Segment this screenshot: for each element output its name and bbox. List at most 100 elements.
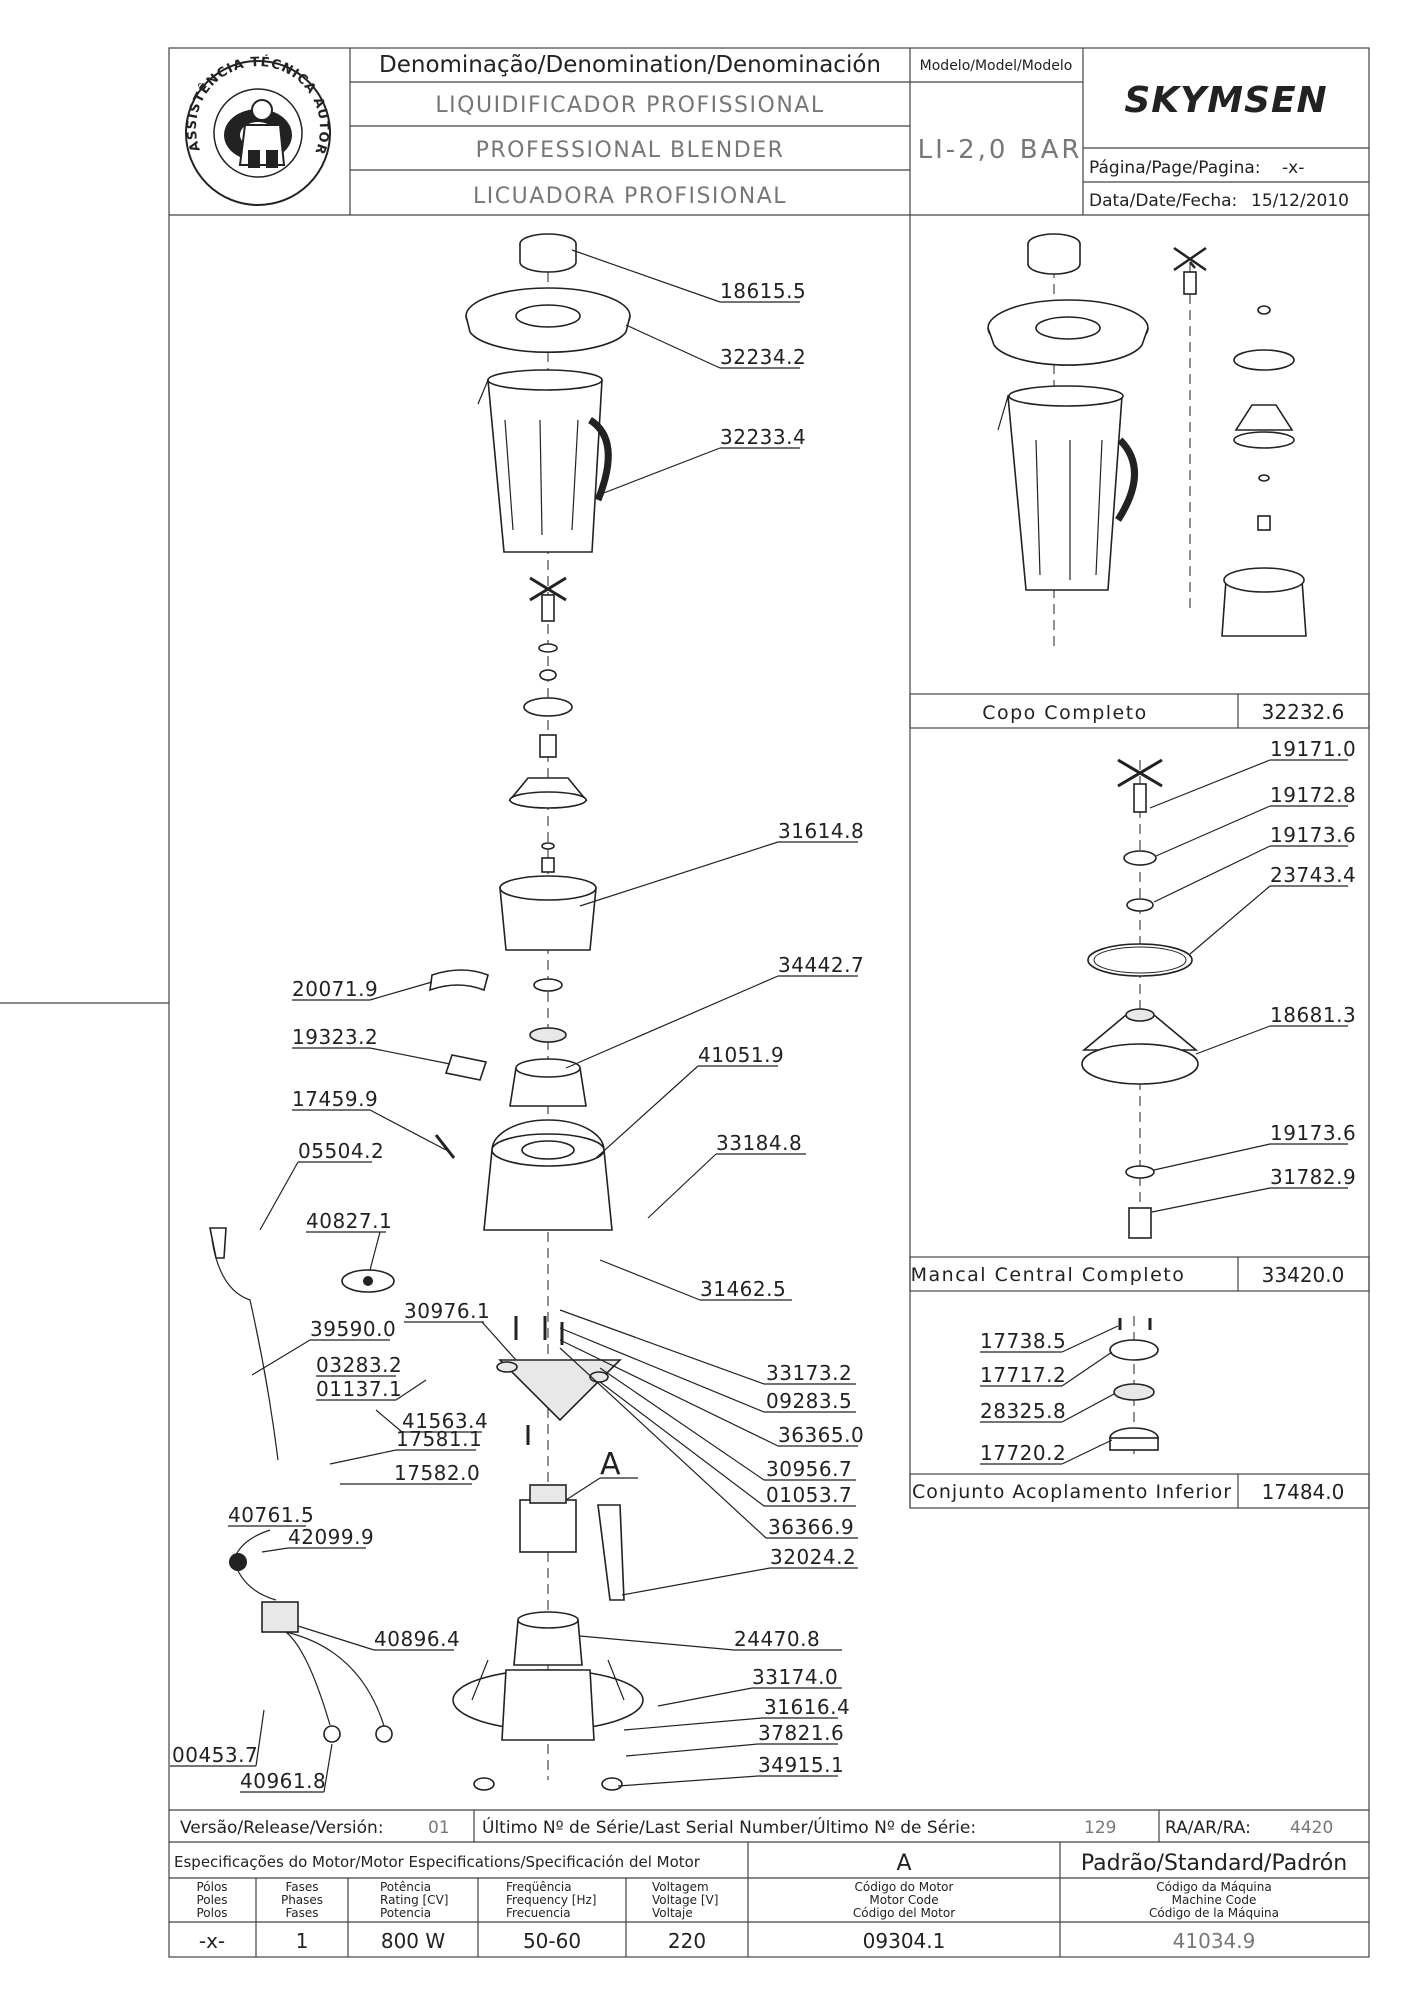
col-motor-code-pt: Código do Motor (855, 1880, 954, 1894)
part-callouts-acoplamento: 17738.5 17717.2 28325.8 17720.2 (980, 1325, 1119, 1465)
motor-code-value: 09304.1 (863, 1929, 946, 1953)
part-label: 19172.8 (1270, 783, 1356, 807)
acoplamento-detail-view (1109, 1316, 1159, 1460)
col-phases-en: Phases (281, 1893, 323, 1907)
ra-value: 4420 (1290, 1818, 1333, 1838)
page-value: -x- (1282, 158, 1304, 178)
part-label: 09283.5 (766, 1389, 852, 1413)
copo-detail-view (987, 233, 1307, 650)
col-poles-pt: Pólos (196, 1880, 227, 1894)
part-label: 24470.8 (734, 1627, 820, 1651)
part-label: 19171.0 (1270, 737, 1356, 761)
part-label: 01053.7 (766, 1483, 852, 1507)
date-value: 15/12/2010 (1251, 191, 1349, 211)
brand-logo: SKYMSEN (1124, 80, 1327, 121)
col-voltage-en: Voltage [V] (652, 1893, 718, 1907)
part-label: 41563.4 (402, 1409, 488, 1433)
part-label: 41051.9 (698, 1043, 784, 1067)
product-name-en: PROFESSIONAL BLENDER (476, 138, 785, 163)
part-label: 05504.2 (298, 1139, 384, 1163)
col-power-pt: Potência (380, 1880, 431, 1894)
part-label: 34915.1 (758, 1753, 844, 1777)
part-label: 33173.2 (766, 1361, 852, 1385)
col-machine-code-en: Machine Code (1172, 1893, 1257, 1907)
col-poles-es: Polos (196, 1906, 227, 1920)
part-label: 30976.1 (404, 1299, 490, 1323)
col-motor-code-es: Código del Motor (853, 1906, 955, 1920)
power-value: 800 W (381, 1929, 446, 1953)
part-label: 17459.9 (292, 1087, 378, 1111)
col-power-en: Rating [CV] (380, 1893, 448, 1907)
part-label: 32233.4 (720, 425, 806, 449)
assembly-name-mancal: Mancal Central Completo (911, 1264, 1186, 1286)
col-freq-pt: Freqüência (506, 1880, 572, 1894)
part-label: 36366.9 (768, 1515, 854, 1539)
part-label: 31616.4 (764, 1695, 850, 1719)
phases-value: 1 (296, 1929, 309, 1953)
part-label: 28325.8 (980, 1399, 1066, 1423)
part-label: 32024.2 (770, 1545, 856, 1569)
standard-label: Padrão/Standard/Padrón (1081, 1851, 1347, 1876)
col-power-es: Potencia (380, 1906, 431, 1920)
col-voltage-es: Voltaje (652, 1906, 693, 1920)
model-label: Modelo/Model/Modelo (920, 58, 1073, 74)
part-label: 17581.1 (396, 1427, 482, 1451)
footer-table: Versão/Release/Versión: 01 Último Nº de … (169, 1809, 1369, 1957)
part-label: 31782.9 (1270, 1165, 1356, 1189)
product-name-pt: LIQUIDIFICADOR PROFISSIONAL (435, 93, 824, 118)
col-poles-en: Poles (196, 1893, 227, 1907)
part-label: 36365.0 (778, 1423, 864, 1447)
part-label: 33174.0 (752, 1665, 838, 1689)
part-label: 18681.3 (1270, 1003, 1356, 1027)
assembly-name-acoplamento: Conjunto Acoplamento Inferior (912, 1481, 1232, 1503)
machine-code-value: 41034.9 (1173, 1929, 1256, 1953)
motor-spec-label: Especificações do Motor/Motor Especifica… (174, 1853, 701, 1871)
poles-value: -x- (199, 1929, 225, 1953)
version-label: Versão/Release/Versión: (180, 1818, 384, 1838)
part-label: 40961.8 (240, 1769, 326, 1793)
part-label: 32234.2 (720, 345, 806, 369)
assembly-code-mancal: 33420.0 (1262, 1263, 1345, 1287)
model-value: LI-2,0 BAR (918, 135, 1083, 165)
part-callouts-mancal: 19171.0 19172.8 19173.6 23743.4 18681.3 … (1149, 737, 1356, 1213)
assembly-name-copo: Copo Completo (982, 702, 1148, 724)
main-exploded-view (209, 233, 644, 1791)
motor-class: A (896, 1851, 911, 1876)
part-label: 20071.9 (292, 977, 378, 1001)
part-label: 39590.0 (310, 1317, 396, 1341)
part-label: 17720.2 (980, 1441, 1066, 1465)
product-name-es: LICUADORA PROFISIONAL (473, 184, 787, 209)
col-voltage-pt: Voltagem (652, 1880, 709, 1894)
part-label: 34442.7 (778, 953, 864, 977)
col-phases-pt: Fases (285, 1880, 318, 1894)
denomination-label: Denominação/Denomination/Denominación (379, 52, 881, 78)
part-label: 00453.7 (172, 1743, 258, 1767)
part-label: 33184.8 (716, 1131, 802, 1155)
col-machine-code-es: Código de la Máquina (1149, 1906, 1279, 1920)
part-label: 19323.2 (292, 1025, 378, 1049)
version-value: 01 (428, 1818, 450, 1838)
detail-a-marker: A (600, 1447, 621, 1482)
part-label: 42099.9 (288, 1525, 374, 1549)
voltage-value: 220 (668, 1929, 706, 1953)
mancal-detail-view (1081, 758, 1199, 1239)
part-callouts-main: 18615.5 32234.2 32233.4 31614.8 20071.9 … (170, 249, 864, 1793)
col-phases-es: Fases (285, 1906, 318, 1920)
assistance-seal-logo: ASSISTÊNCIA TÉCNICA AUTORIZADA (0, 0, 331, 206)
part-label: 19173.6 (1270, 1121, 1356, 1145)
part-label: 17582.0 (394, 1461, 480, 1485)
col-motor-code-en: Motor Code (869, 1893, 938, 1907)
part-label: 03283.2 (316, 1353, 402, 1377)
part-label: 37821.6 (758, 1721, 844, 1745)
part-label: 23743.4 (1270, 863, 1356, 887)
part-label: 30956.7 (766, 1457, 852, 1481)
part-label: 40827.1 (306, 1209, 392, 1233)
part-label: 19173.6 (1270, 823, 1356, 847)
col-machine-code-pt: Código da Máquina (1156, 1880, 1271, 1894)
assembly-code-acoplamento: 17484.0 (1262, 1480, 1345, 1504)
part-label: 01137.1 (316, 1377, 402, 1401)
part-label: 17717.2 (980, 1363, 1066, 1387)
col-freq-es: Frecuencia (506, 1906, 571, 1920)
page-label: Página/Page/Pagina: (1089, 158, 1261, 178)
part-label: 31614.8 (778, 819, 864, 843)
